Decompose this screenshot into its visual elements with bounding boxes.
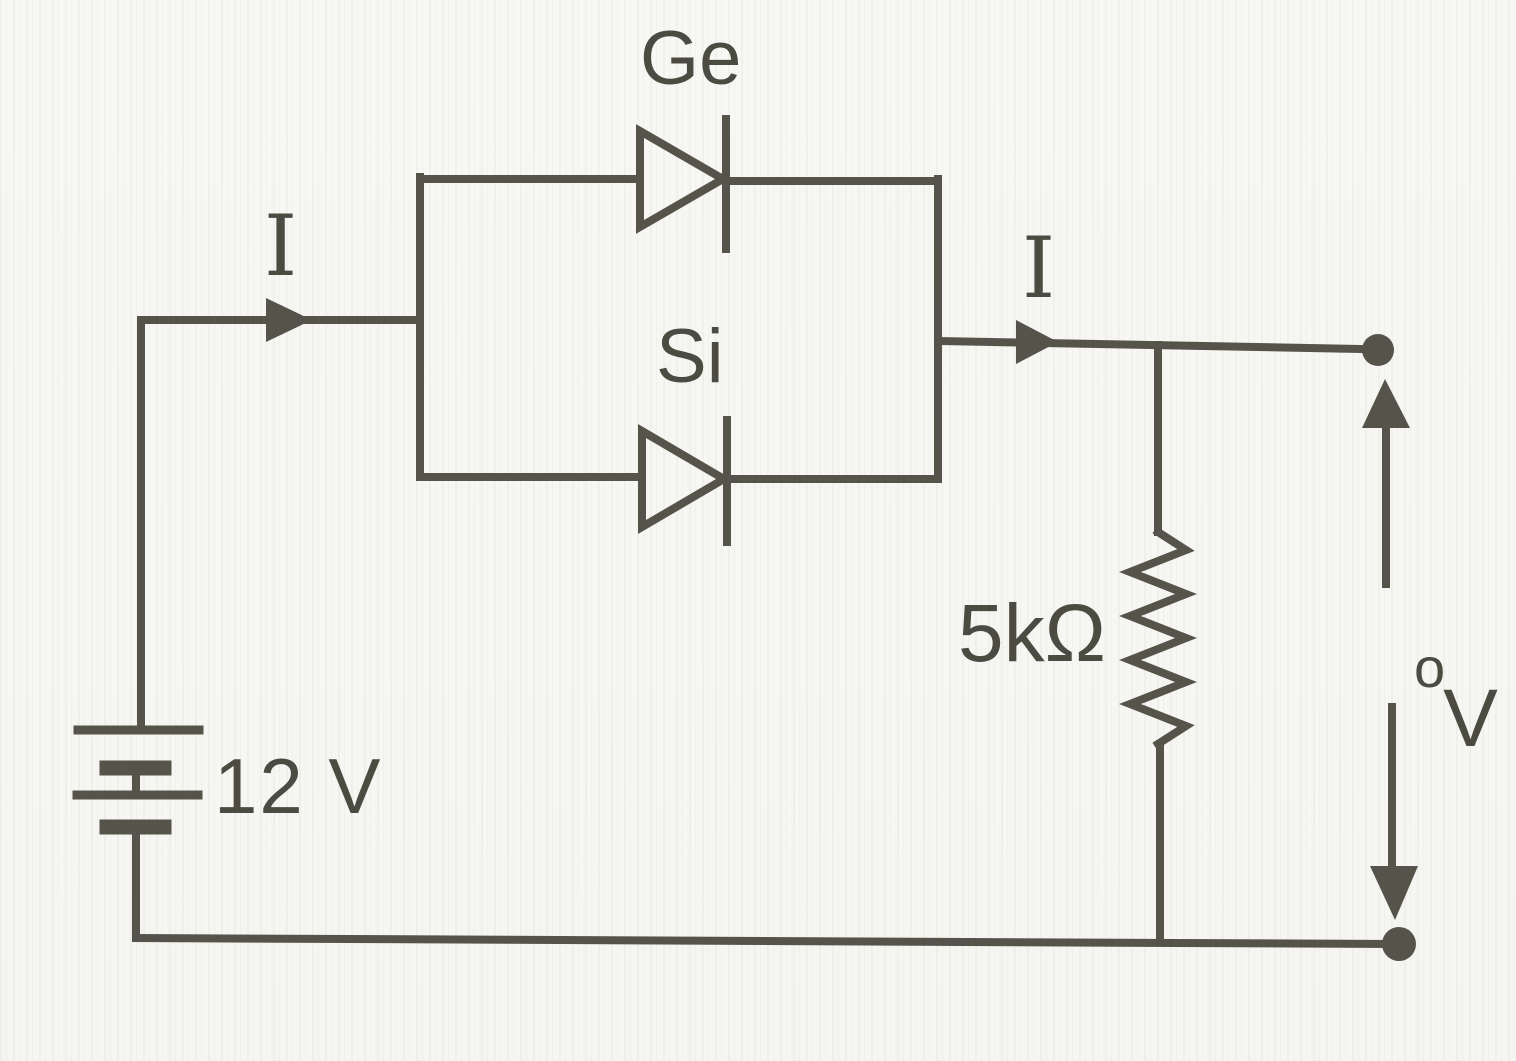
resistor-zigzag: [1119, 526, 1197, 750]
terminal-dot-bottom: [1382, 927, 1416, 961]
wire-output: [933, 336, 1368, 354]
output-voltage-label: V o: [1352, 596, 1498, 924]
current-arrowhead-left: [266, 298, 312, 342]
vo-arrowhead-down: [1370, 866, 1418, 920]
terminal-dot-top: [1362, 334, 1394, 366]
wire-bottom-return: [131, 933, 1395, 949]
vo-arrowhead-up: [1362, 379, 1410, 428]
current-label-right: I: [1022, 219, 1056, 317]
output-voltage-symbol: V: [1443, 673, 1498, 764]
resistor-value-label: 5kΩ: [958, 588, 1106, 679]
current-label-left: I: [264, 197, 298, 295]
si-diode-label: Si: [656, 314, 724, 399]
battery-voltage-label: 12 V: [214, 742, 383, 830]
ge-diode-triangle: [636, 124, 731, 234]
ge-diode-label: Ge: [640, 16, 742, 101]
current-arrowhead-right: [1016, 320, 1058, 364]
output-voltage-subscript: o: [1414, 636, 1446, 699]
si-diode-triangle: [638, 424, 732, 534]
